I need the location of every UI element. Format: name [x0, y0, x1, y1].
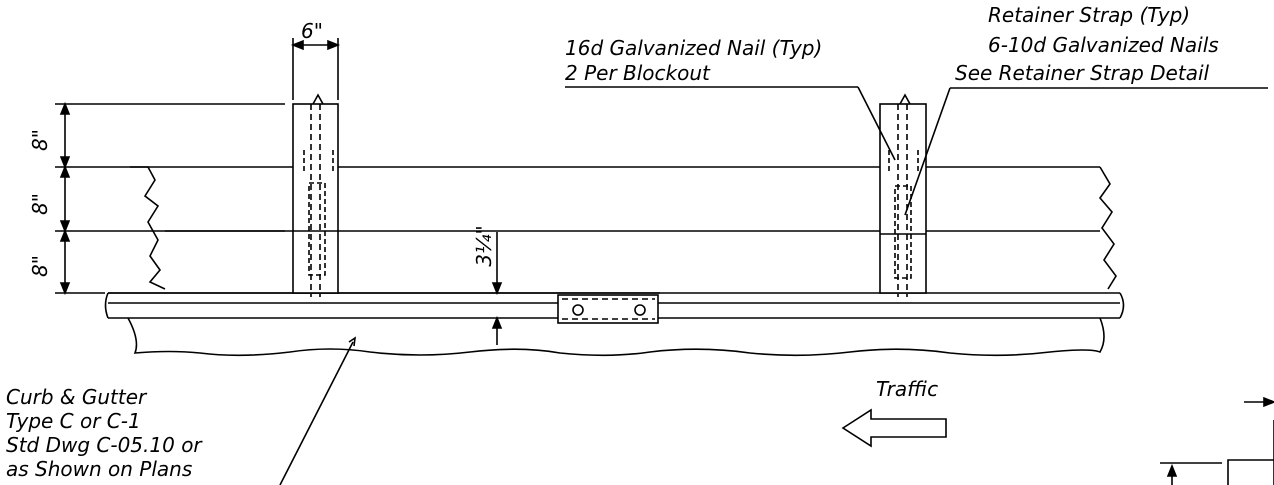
- curb-callout-line4: as Shown on Plans: [6, 457, 192, 481]
- curb-callout-line1: Curb & Gutter: [6, 385, 148, 409]
- post-right: [879, 93, 927, 297]
- strap-callout-line3: See Retainer Strap Detail: [955, 61, 1210, 85]
- leader-lines: [279, 86, 1268, 485]
- rail-splice: [108, 292, 660, 324]
- nail-callout-line2: 2 Per Blockout: [565, 61, 711, 85]
- partial-detail-edge: [1160, 396, 1274, 485]
- dimension-offset: [491, 232, 503, 345]
- traffic-arrow-icon: [841, 408, 947, 448]
- curb-callout-line2: Type C or C-1: [6, 409, 141, 433]
- traffic-label: Traffic: [876, 377, 938, 401]
- height-mid-label: 8": [28, 193, 52, 215]
- nail-callout-line1: 16d Galvanized Nail (Typ): [565, 36, 822, 60]
- dimension-post-width: [290, 38, 341, 100]
- rail-beam: [130, 166, 1117, 290]
- height-top-label: 8": [28, 129, 52, 151]
- curb-callout-line3: Std Dwg C-05.10 or: [6, 433, 203, 457]
- height-bottom-label: 8": [28, 255, 52, 277]
- strap-callout-line1: Retainer Strap (Typ): [988, 3, 1190, 27]
- strap-callout-line2: 6-10d Galvanized Nails: [988, 33, 1219, 57]
- post-left: [292, 93, 339, 297]
- post-width-label: 6": [301, 19, 323, 43]
- dimension-vertical: [55, 101, 285, 296]
- offset-label: 3¼": [472, 225, 496, 266]
